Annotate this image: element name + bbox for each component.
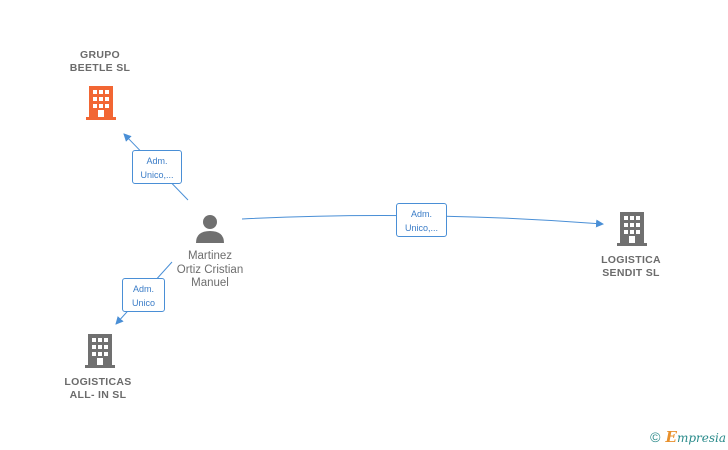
building-icon[interactable] — [86, 86, 116, 120]
empresia-watermark: © Empresia — [650, 428, 726, 446]
edge-label-to-beetle[interactable]: Adm. Unico,... — [132, 150, 182, 184]
building-icon[interactable] — [85, 334, 115, 368]
person-icon[interactable] — [195, 213, 225, 243]
copyright-icon: © — [650, 429, 661, 445]
brand-initial: E — [665, 428, 677, 446]
brand-name: mpresia — [676, 431, 726, 445]
company-label-logistica-sendit: LOGISTICA SENDIT SL — [601, 254, 661, 279]
building-icon[interactable] — [617, 212, 647, 246]
person-label-martinez-ortiz: Martinez Ortiz Cristian Manuel — [176, 250, 244, 289]
edge-label-to-all-in[interactable]: Adm. Unico — [122, 278, 165, 312]
company-label-logisticas-all-in: LOGISTICAS ALL- IN SL — [64, 376, 132, 401]
brand-logo: Empresia — [666, 428, 727, 446]
company-label-grupo-beetle: GRUPO BEETLE SL — [69, 49, 131, 74]
edge-label-to-sendit[interactable]: Adm. Unico,... — [396, 203, 447, 237]
